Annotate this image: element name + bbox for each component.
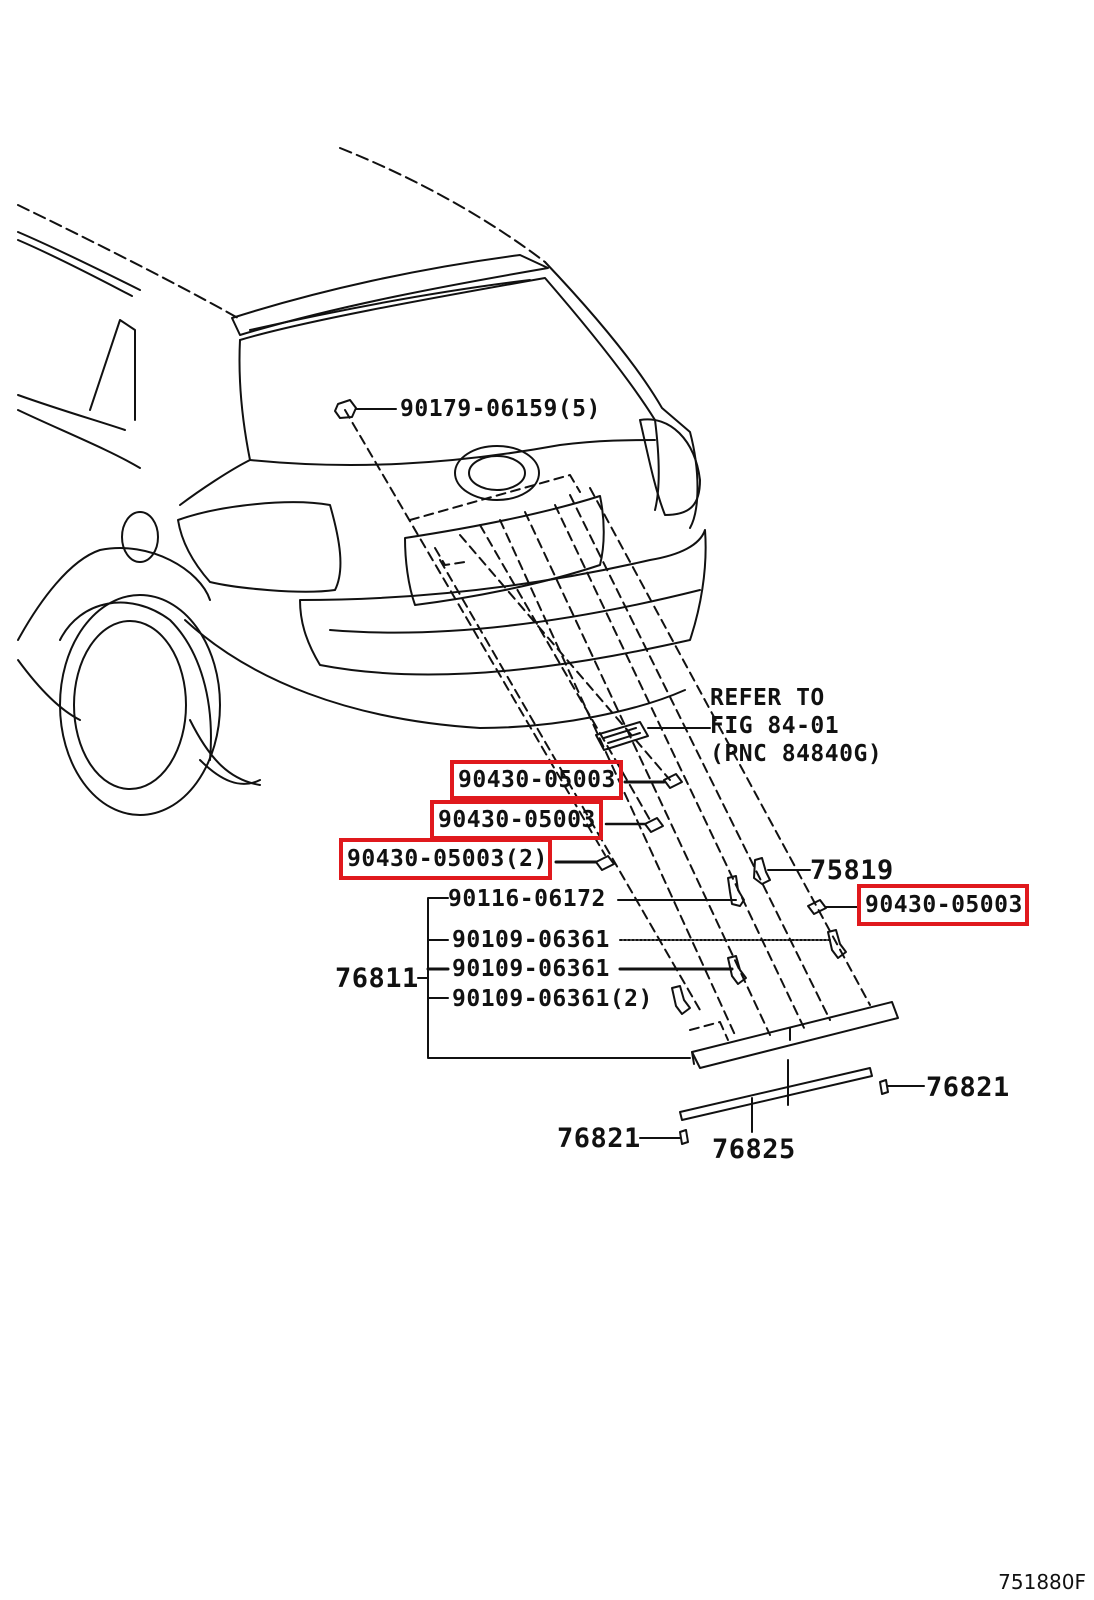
highlight-box-clip-c: 90430-05003(2) <box>339 838 552 880</box>
bolts-90109-icon <box>618 929 847 1015</box>
label-90109-06361-b: 90109-06361 <box>452 956 610 982</box>
projection-lines <box>344 409 871 1041</box>
figure-id: 751880F <box>998 1570 1086 1594</box>
highlight-box-clip-right: 90430-05003 <box>857 884 1029 926</box>
label-90430-05003-c: 90430-05003(2) <box>347 846 548 872</box>
molding-76825-icon <box>679 1059 873 1133</box>
label-90430-05003-b: 90430-05003 <box>438 807 596 833</box>
fastener-75819-icon <box>753 857 811 885</box>
refer-text-line3: (PNC 84840G) <box>710 741 883 767</box>
label-90116-06172: 90116-06172 <box>448 886 606 912</box>
screw-90116-icon <box>617 875 745 907</box>
label-90179-06159: 90179-06159(5) <box>400 396 601 422</box>
highlight-box-clip-a: 90430-05003 <box>450 760 623 800</box>
clip-grommet-icons <box>554 773 859 915</box>
label-90430-05003-a: 90430-05003 <box>458 767 616 793</box>
label-76821-left: 76821 <box>557 1123 641 1154</box>
label-90109-06361-c: 90109-06361(2) <box>452 986 653 1012</box>
refer-text-line2: FIG 84-01 <box>710 713 840 739</box>
clips-76821-icon <box>639 1079 925 1145</box>
license-lamp-icon <box>595 721 711 751</box>
label-76821-right: 76821 <box>926 1072 1010 1103</box>
label-90430-05003-right: 90430-05003 <box>865 892 1023 918</box>
car-body-outline <box>17 147 707 816</box>
highlight-box-clip-b: 90430-05003 <box>430 800 603 840</box>
label-76811: 76811 <box>335 963 419 994</box>
garnish-76811-icon <box>691 1001 899 1069</box>
label-76825: 76825 <box>712 1134 796 1165</box>
nut-90179-icon <box>334 399 397 419</box>
label-90109-06361-a: 90109-06361 <box>452 927 610 953</box>
label-75819: 75819 <box>810 855 894 886</box>
assy-76811-bracket <box>417 897 691 1059</box>
refer-text-line1: REFER TO <box>710 685 825 711</box>
